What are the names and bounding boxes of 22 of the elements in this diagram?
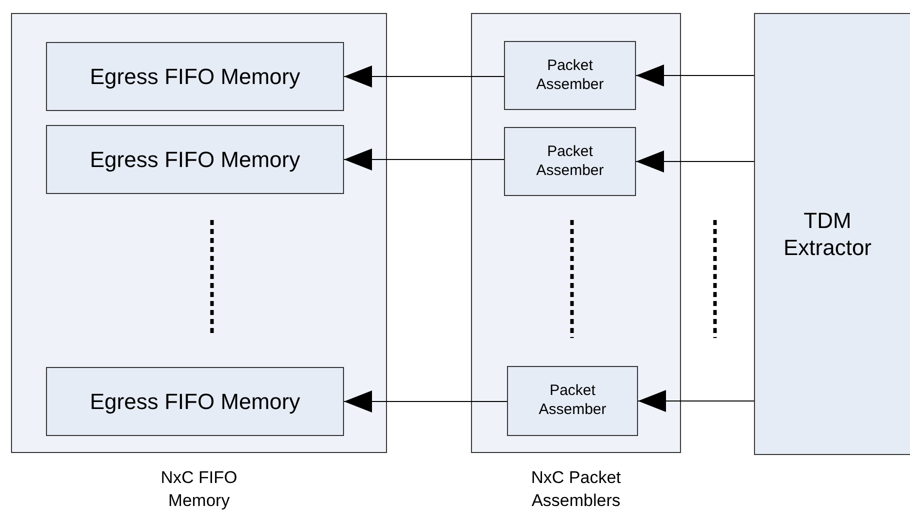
process-box <box>507 366 638 436</box>
process-box <box>46 125 344 194</box>
box-label: Packet Assember <box>535 56 605 94</box>
group-caption: NxC FIFO Memory <box>160 467 238 512</box>
box-label: TDM Extractor <box>782 206 873 262</box>
process-block <box>754 13 910 455</box>
box-label: Packet Assember <box>538 382 608 420</box>
box-label: Egress FIFO Memory <box>90 388 300 416</box>
box-label: Packet Assember <box>535 142 605 180</box>
box-label: Egress FIFO Memory <box>90 146 300 174</box>
process-box <box>504 127 636 196</box>
arrow <box>636 64 754 86</box>
arrow <box>344 390 508 412</box>
arrow <box>636 150 754 172</box>
group-caption: NxC Packet Assemblers <box>530 467 622 512</box>
arrow <box>344 66 504 88</box>
box-label: Egress FIFO Memory <box>90 62 300 90</box>
process-box <box>46 42 344 111</box>
arrow <box>344 148 504 170</box>
process-box <box>504 41 636 110</box>
process-box <box>46 367 344 436</box>
arrow <box>638 390 754 412</box>
